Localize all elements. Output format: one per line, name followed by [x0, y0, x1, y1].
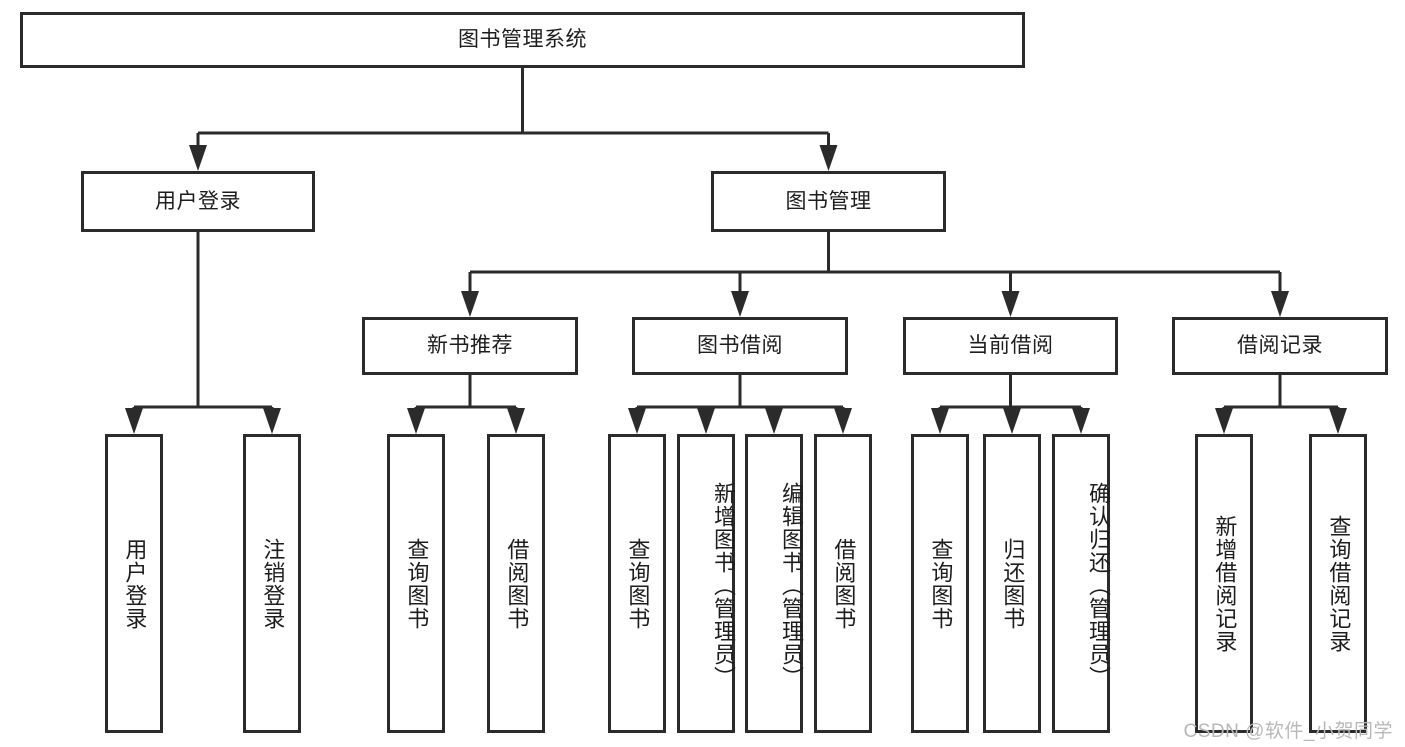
node-box-book-borrow — [632, 317, 848, 375]
watermark: CSDN @软件_小贺同学 — [1183, 721, 1393, 742]
arrow-head-icon-leaf-return-book — [1003, 408, 1021, 434]
node-box-leaf-return-book — [983, 434, 1041, 733]
node-box-leaf-add-borrow-record — [1195, 434, 1253, 733]
arrow-head-icon-book-borrow — [731, 291, 749, 317]
node-box-leaf-query-book-3 — [911, 434, 969, 733]
node-box-root — [20, 12, 1025, 68]
arrow-head-icon-leaf-query-book-1 — [407, 408, 425, 434]
node-box-leaf-edit-book — [745, 434, 803, 733]
arrow-head-icon-leaf-confirm-return — [1072, 408, 1090, 434]
node-box-leaf-query-borrow-record — [1309, 434, 1367, 733]
node-box-leaf-query-book-1 — [387, 434, 445, 733]
arrow-head-icon-leaf-user-login — [125, 408, 143, 434]
node-box-leaf-borrow-book-2 — [814, 434, 872, 733]
node-box-leaf-add-book — [677, 434, 735, 733]
arrow-head-icon-leaf-edit-book — [765, 408, 783, 434]
node-box-leaf-user-login — [105, 434, 163, 733]
arrow-head-icon-leaf-query-book-2 — [628, 408, 646, 434]
arrow-head-icon-new-book-recommend — [461, 291, 479, 317]
arrow-head-icon-leaf-user-logout — [263, 408, 281, 434]
arrow-head-icon-leaf-borrow-book-1 — [507, 408, 525, 434]
node-box-borrow-record — [1172, 317, 1388, 375]
node-box-leaf-borrow-book-1 — [487, 434, 545, 733]
arrow-head-icon-book-manage — [819, 145, 838, 171]
arrow-head-icon-leaf-borrow-book-2 — [834, 408, 852, 434]
arrow-head-icon-user-login — [189, 145, 207, 171]
node-box-user-login — [81, 171, 315, 232]
boxes-layer — [20, 12, 1388, 733]
arrow-head-icon-leaf-add-book — [697, 408, 715, 434]
arrow-head-icon-current-borrow — [1001, 291, 1020, 317]
node-box-leaf-query-book-2 — [608, 434, 666, 733]
arrow-head-icon-borrow-record — [1271, 291, 1289, 317]
arrow-head-icon-leaf-query-borrow-record — [1329, 408, 1347, 434]
node-box-leaf-confirm-return — [1052, 434, 1110, 733]
node-box-book-manage — [711, 171, 946, 232]
connectors-layer — [125, 68, 1347, 434]
node-box-current-borrow — [903, 317, 1118, 375]
arrow-head-icon-leaf-query-book-3 — [931, 408, 949, 434]
arrow-head-icon-leaf-add-borrow-record — [1215, 408, 1233, 434]
node-box-new-book-recommend — [362, 317, 578, 375]
node-box-leaf-user-logout — [243, 434, 301, 733]
